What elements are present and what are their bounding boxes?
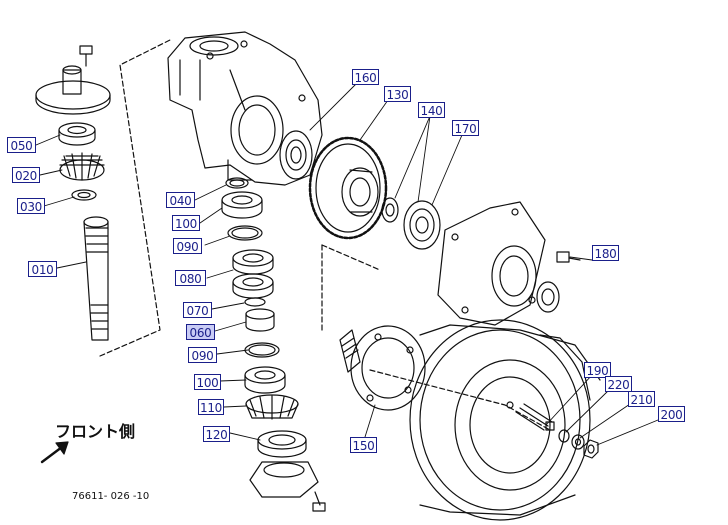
seal-140 — [381, 197, 399, 223]
callout-030[interactable]: 030 — [17, 198, 45, 214]
callout-110[interactable]: 110 — [198, 399, 224, 415]
callout-180[interactable]: 180 — [592, 245, 619, 261]
figure-id: 76611- 026 -10 — [72, 491, 150, 502]
flange-cap-top — [35, 65, 111, 115]
wheel-rim — [409, 319, 601, 521]
callout-220[interactable]: 220 — [605, 376, 632, 392]
callout-070[interactable]: 070 — [183, 302, 212, 318]
callout-090-bottom[interactable]: 090 — [188, 347, 217, 363]
callout-080[interactable]: 080 — [175, 270, 206, 286]
callout-120[interactable]: 120 — [203, 426, 230, 442]
callout-090-top[interactable]: 090 — [173, 238, 202, 254]
bottom-cap — [249, 461, 326, 512]
bearing-170 — [403, 200, 441, 250]
washer-210 — [571, 434, 585, 450]
callout-010[interactable]: 010 — [28, 261, 57, 277]
seal-180 — [536, 281, 560, 313]
ring-gear-130 — [308, 136, 388, 240]
bearing-100-bottom — [244, 366, 286, 394]
callout-190[interactable]: 190 — [584, 362, 611, 378]
collar-060 — [245, 308, 275, 332]
ring-040 — [225, 177, 249, 189]
callout-130[interactable]: 130 — [384, 86, 411, 102]
stud-190 — [515, 403, 555, 431]
callout-100-bottom[interactable]: 100 — [194, 374, 221, 390]
ring-090-bottom — [244, 342, 280, 358]
callout-050[interactable]: 050 — [7, 137, 36, 153]
callout-060[interactable]: 060 — [186, 324, 215, 340]
ring-090-top — [227, 225, 263, 241]
bevel-gear-110 — [245, 394, 299, 420]
callout-100-top[interactable]: 100 — [172, 215, 200, 231]
callout-040[interactable]: 040 — [166, 192, 195, 208]
front-side-label: フロント側 — [55, 422, 136, 441]
nut-200 — [583, 439, 599, 459]
bearing-100-top — [221, 191, 263, 219]
ring-070 — [244, 297, 266, 307]
bolt-180 — [556, 251, 581, 263]
bearings-080 — [232, 249, 274, 299]
bearing-050 — [58, 122, 96, 146]
callout-200[interactable]: 200 — [658, 406, 685, 422]
callout-160[interactable]: 160 — [352, 69, 379, 85]
axle-flange-150 — [339, 325, 426, 411]
callout-140[interactable]: 140 — [418, 102, 445, 118]
bearing-120 — [257, 430, 307, 458]
cover-plate — [437, 201, 546, 326]
callout-020[interactable]: 020 — [12, 167, 40, 183]
washer-030 — [71, 189, 97, 201]
bolt-top-left — [79, 45, 93, 67]
gear-020 — [59, 152, 105, 181]
callout-210[interactable]: 210 — [628, 391, 655, 407]
washer-220 — [558, 429, 570, 443]
shaft-010 — [83, 216, 109, 341]
bearing-160 — [279, 130, 313, 180]
callout-150[interactable]: 150 — [350, 437, 377, 453]
callout-170[interactable]: 170 — [452, 120, 479, 136]
